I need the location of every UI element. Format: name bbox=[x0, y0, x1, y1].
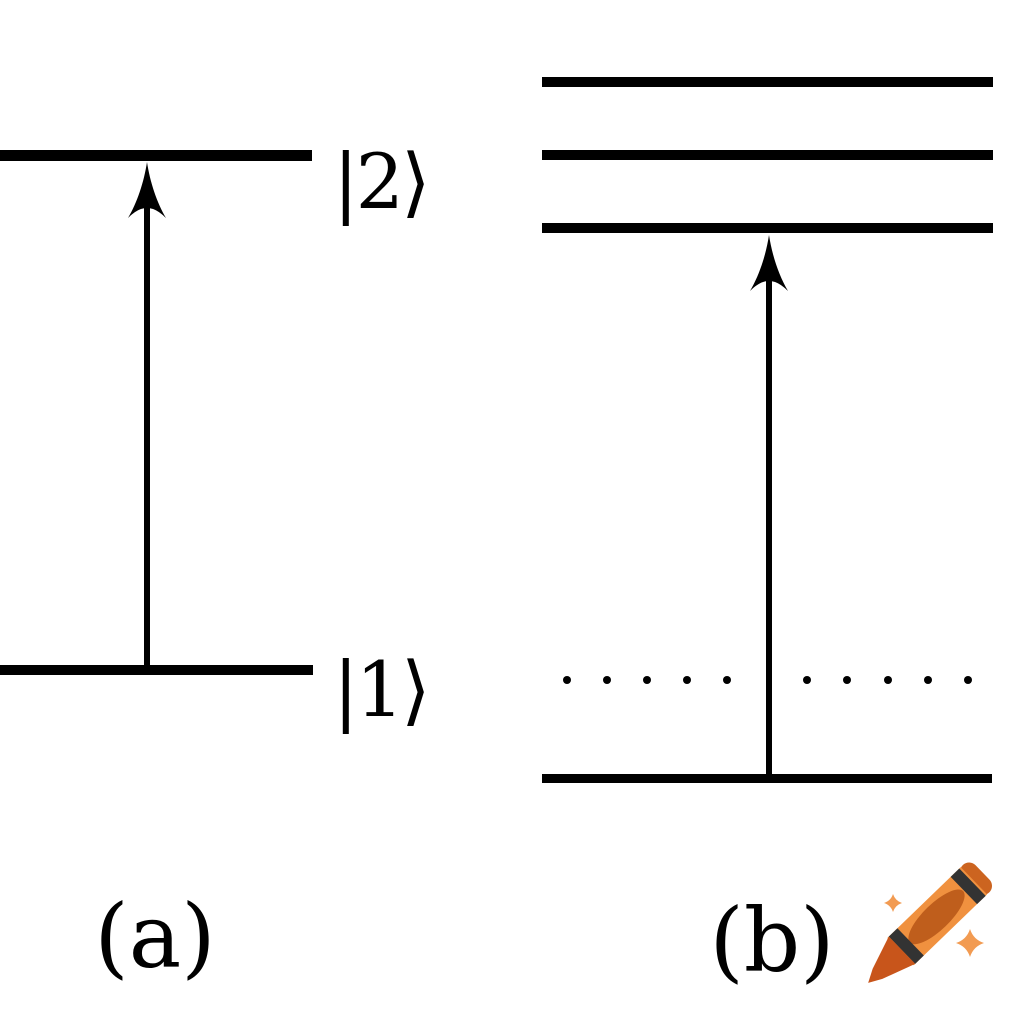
arrow-head-icon bbox=[750, 235, 788, 291]
sparkle-small-icon bbox=[884, 894, 902, 912]
sparkle-big-icon bbox=[956, 929, 984, 957]
arrow-shaft bbox=[766, 277, 772, 779]
arrow-shaft bbox=[144, 204, 150, 671]
dot bbox=[683, 676, 691, 684]
crayon-band-back bbox=[950, 868, 986, 905]
dot bbox=[603, 676, 611, 684]
level-line-a-lower bbox=[0, 665, 313, 675]
dot bbox=[843, 676, 852, 684]
dot bbox=[643, 676, 651, 684]
dot bbox=[923, 676, 932, 684]
level-line-b-upper-3 bbox=[542, 223, 993, 233]
dotted-separator-left bbox=[563, 676, 731, 684]
transition-arrow-b bbox=[750, 235, 788, 779]
crayon-back-cap bbox=[960, 862, 993, 895]
dot bbox=[883, 676, 892, 684]
dot bbox=[803, 676, 811, 684]
crayon-tip bbox=[868, 936, 916, 983]
caption-panel-a: (a) bbox=[94, 885, 216, 988]
crayon-icon bbox=[868, 862, 993, 983]
level-line-b-upper-1 bbox=[542, 77, 993, 87]
level-line-b-upper-2 bbox=[542, 150, 993, 160]
arrow-head-icon bbox=[128, 162, 166, 218]
ket-label-upper: |2⟩ bbox=[333, 137, 431, 226]
crayon-label-oval bbox=[908, 889, 965, 945]
caption-panel-b: (b) bbox=[709, 889, 835, 992]
ket-label-lower: |1⟩ bbox=[333, 645, 431, 734]
transition-arrow-a bbox=[128, 162, 166, 671]
level-line-a-upper bbox=[0, 150, 312, 161]
dot bbox=[723, 676, 731, 684]
dot bbox=[563, 676, 571, 684]
dot bbox=[964, 676, 972, 684]
dotted-separator-right bbox=[803, 676, 972, 684]
crayon-band-front bbox=[888, 928, 924, 964]
crayon-emoji-watermark bbox=[868, 862, 993, 983]
